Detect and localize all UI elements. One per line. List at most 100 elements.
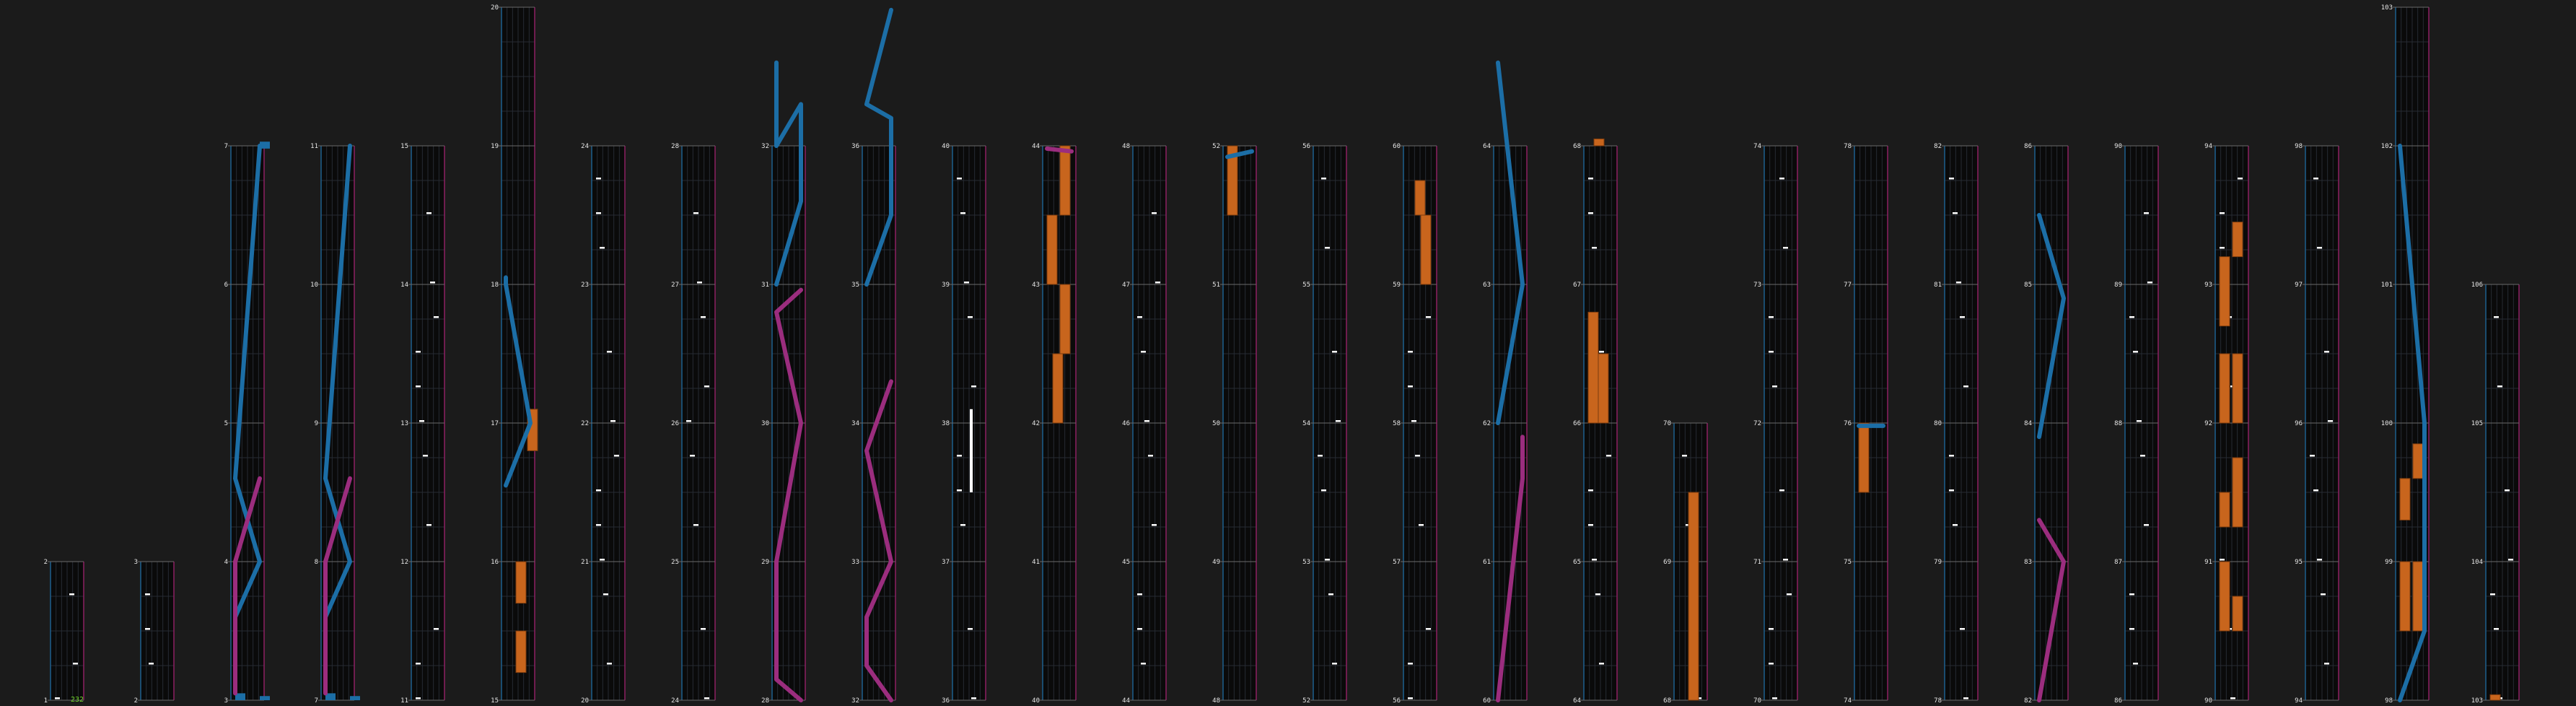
measure-number: 48	[1212, 697, 1220, 705]
hold-note	[325, 693, 336, 700]
tap-note	[426, 524, 431, 526]
measure-number: 43	[1032, 282, 1040, 289]
tap-note	[2230, 697, 2235, 700]
measure-number: 34	[851, 420, 859, 427]
tap-note	[614, 455, 619, 457]
measure-number: 20	[491, 4, 499, 12]
tap-note	[1426, 316, 1431, 318]
tap-note	[2129, 628, 2134, 630]
measure-number: 94	[2204, 143, 2212, 150]
tap-note	[1137, 593, 1142, 596]
tap-note	[693, 212, 698, 214]
measure-number: 89	[2114, 282, 2122, 289]
tap-note	[693, 524, 698, 526]
measure-number: 106	[2471, 282, 2483, 289]
hold-note	[2399, 561, 2411, 632]
slide-note	[2037, 518, 2066, 702]
tap-note	[600, 247, 605, 249]
measure-number: 101	[2381, 282, 2393, 289]
hold-note	[515, 561, 527, 604]
measure-number: 85	[2024, 282, 2032, 289]
tap-note	[1408, 385, 1413, 388]
measure-number: 104	[2471, 559, 2483, 566]
measure-number: 45	[1122, 559, 1130, 566]
measure-number: 94	[2295, 697, 2303, 705]
tap-note	[1949, 455, 1954, 457]
tap-note	[1779, 178, 1784, 180]
tap-note	[697, 282, 702, 284]
tap-note	[1321, 489, 1326, 492]
tap-note	[610, 420, 615, 422]
slide-note	[864, 7, 893, 287]
measure-number: 62	[1483, 420, 1491, 427]
hold-note	[2412, 561, 2424, 632]
tap-note	[1141, 663, 1146, 665]
hold-note	[2219, 353, 2230, 424]
tap-note	[1953, 524, 1958, 526]
tap-note	[957, 455, 962, 457]
hold-note	[1052, 353, 1064, 424]
tap-note	[1772, 385, 1777, 388]
measure-number: 40	[1032, 697, 1040, 705]
measure-number: 53	[1302, 559, 1310, 566]
tap-note	[1415, 455, 1420, 457]
tap-note	[2144, 212, 2149, 214]
measure-number: 57	[1393, 559, 1401, 566]
combo-counter: 232	[71, 696, 84, 704]
tap-note	[1595, 593, 1600, 596]
tap-note	[416, 385, 421, 388]
tap-note	[690, 455, 695, 457]
tap-note	[1144, 420, 1149, 422]
measure-number: 42	[1032, 420, 1040, 427]
measure-number: 74	[1844, 697, 1852, 705]
tap-note	[1141, 351, 1146, 353]
tap-note	[1963, 697, 1968, 700]
tap-note	[1408, 697, 1413, 700]
measure-number: 95	[2295, 559, 2303, 566]
tap-note	[1152, 524, 1157, 526]
measure-number: 11	[400, 697, 408, 705]
slide-note	[323, 476, 352, 696]
tap-note	[416, 351, 421, 353]
measure-number: 68	[1663, 697, 1671, 705]
tap-note	[2137, 420, 2142, 422]
measure-number: 84	[2024, 420, 2032, 427]
hold-note	[2489, 694, 2501, 701]
measure-number: 71	[1753, 559, 1761, 566]
measure-number: 8	[315, 559, 318, 566]
measure-number: 40	[942, 143, 950, 150]
measure-number: 70	[1753, 697, 1761, 705]
hold-note	[1414, 180, 1426, 216]
tap-note	[960, 212, 965, 214]
measure-number: 90	[2114, 143, 2122, 150]
measure-number: 61	[1483, 559, 1491, 566]
measure-number: 25	[671, 559, 679, 566]
hold-note	[1593, 138, 1605, 147]
hold-note	[2232, 596, 2243, 632]
tap-note	[2220, 212, 2225, 214]
hold-note	[515, 630, 527, 674]
slide-note	[1225, 149, 1254, 160]
measure-number: 73	[1753, 282, 1761, 289]
tap-note	[957, 178, 962, 180]
measure-number: 55	[1302, 282, 1310, 289]
tap-note	[1960, 628, 1965, 630]
hold-note	[1059, 145, 1071, 216]
measure-number: 21	[581, 559, 589, 566]
tap-note	[1332, 663, 1337, 665]
tap-note	[596, 524, 601, 526]
measure-number: 2	[134, 697, 138, 705]
slide-note	[864, 379, 893, 702]
tap-note	[419, 420, 424, 422]
measure-number: 15	[491, 697, 499, 705]
measure-number: 58	[1393, 420, 1401, 427]
measure-number: 68	[1573, 143, 1581, 150]
tap-note	[2328, 420, 2333, 422]
measure-number: 50	[1212, 420, 1220, 427]
tap-note	[69, 593, 74, 596]
tap-note	[149, 663, 154, 665]
tap-note	[1783, 247, 1788, 249]
measure-number: 69	[1663, 559, 1671, 566]
measure-number: 11	[310, 143, 318, 150]
